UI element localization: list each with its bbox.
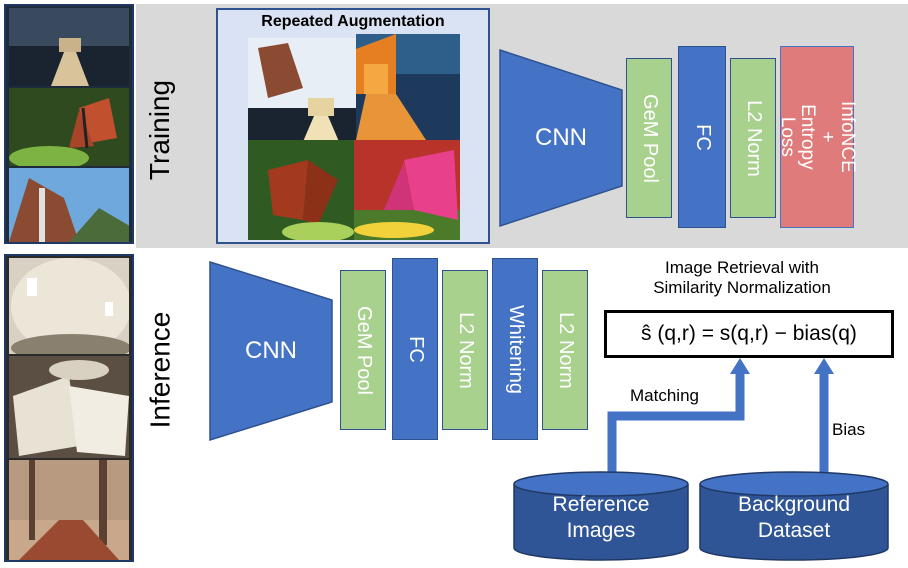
inference-l2-norm-layer: L2 Norm bbox=[442, 270, 488, 430]
training-photo-strip bbox=[4, 4, 134, 244]
retrieval-title-line2: Similarity Normalization bbox=[653, 278, 831, 298]
butterfly-photo bbox=[9, 88, 129, 166]
training-gem-pool-layer: GeM Pool bbox=[626, 58, 672, 218]
background-dataset-label: Background Dataset bbox=[737, 493, 851, 543]
similarity-formula: ŝ (q,r) = s(q,r) − bias(q) bbox=[641, 322, 857, 345]
training-cnn-label: CNN bbox=[535, 124, 587, 151]
repeated-augmentation-box: Repeated Augmentation bbox=[216, 8, 490, 244]
inference-gem-pool-layer: GeM Pool bbox=[340, 270, 386, 430]
bias-arrowhead bbox=[814, 358, 834, 374]
rock-photo bbox=[9, 168, 129, 242]
inference-whitening-layer: Whitening bbox=[492, 258, 538, 440]
inference-fc-layer: FC bbox=[392, 258, 438, 440]
inference-cnn-label: CNN bbox=[245, 337, 297, 364]
retrieval-title-line1: Image Retrieval with bbox=[664, 258, 819, 277]
retrieval-title: Image Retrieval with Similarity Normaliz… bbox=[602, 258, 882, 299]
forest-path-photo bbox=[9, 460, 129, 560]
matching-arrowhead bbox=[730, 358, 750, 374]
aug-photo-cliff bbox=[248, 38, 358, 144]
bias-label: Bias bbox=[832, 420, 866, 439]
aug-photo-butterfly-green bbox=[248, 140, 354, 242]
similarity-formula-box: ŝ (q,r) = s(q,r) − bias(q) bbox=[604, 310, 894, 358]
training-cnn-block: CNN bbox=[498, 48, 624, 228]
books-photo bbox=[9, 356, 129, 458]
matching-arrow bbox=[607, 372, 745, 480]
pier-photo bbox=[9, 8, 129, 86]
inference-l2-norm-2-layer: L2 Norm bbox=[542, 270, 588, 430]
training-loss-layer: InfoNCE + Entropy Loss bbox=[777, 46, 858, 228]
inference-photo-strip bbox=[4, 254, 134, 562]
reference-images-label: Reference Images bbox=[552, 493, 650, 543]
inference-cnn-block: CNN bbox=[208, 260, 334, 442]
augmentation-title: Repeated Augmentation bbox=[261, 13, 445, 30]
aug-photo-boathouse bbox=[356, 34, 460, 140]
aug-photo-butterfly-pink bbox=[354, 140, 460, 240]
reference-images-database: Reference Images bbox=[512, 470, 690, 562]
matching-label: Matching bbox=[630, 386, 699, 405]
background-dataset-database: Background Dataset bbox=[698, 470, 890, 562]
training-fc-layer: FC bbox=[678, 46, 726, 228]
tower-interior-photo bbox=[9, 258, 129, 354]
training-l2-norm-layer: L2 Norm bbox=[730, 58, 776, 218]
